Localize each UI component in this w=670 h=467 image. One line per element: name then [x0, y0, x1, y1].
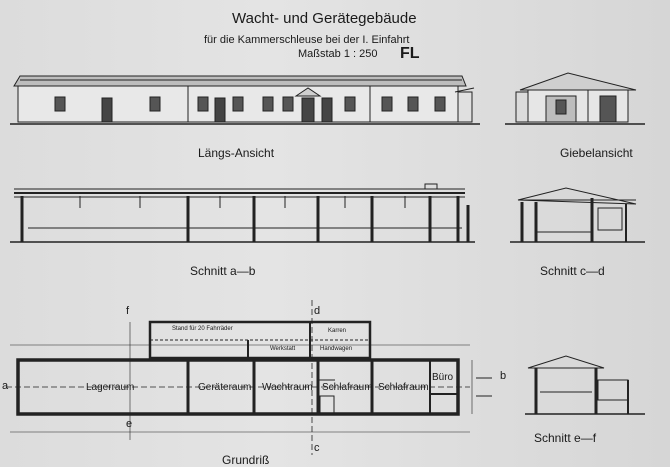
room-geraeteraum: Geräteraum [198, 382, 252, 393]
stamp-fl: FL [400, 45, 420, 62]
floor-plan [6, 300, 492, 455]
room-lagerraum: Lagerraum [86, 382, 135, 393]
label-floor-plan: Grundriß [222, 453, 270, 467]
label-section-cd: Schnitt c—d [540, 264, 605, 278]
room-karren: Karren [328, 328, 347, 334]
label-section-ef: Schnitt e—f [534, 431, 597, 445]
room-buero: Büro [432, 372, 454, 383]
label-section-ab: Schnitt a—b [190, 264, 256, 278]
drawing-subtitle: für die Kammerschleuse bei der I. Einfah… [204, 34, 410, 46]
room-bicycle-stand: Stand für 20 Fahrräder [172, 326, 233, 332]
room-schlafraum-2: Schlafraum [378, 382, 429, 393]
gable-elevation [505, 72, 645, 125]
section-mark-a: a [2, 380, 9, 392]
label-gable-view: Giebelansicht [560, 146, 633, 160]
section-mark-c: c [314, 442, 320, 454]
drawing-title: Wacht- und Gerätegebäude [232, 10, 417, 27]
room-werkstatt: Werkstatt [270, 346, 296, 352]
section-mark-d: d [314, 305, 321, 317]
room-schlafraum-1: Schlafraum [322, 382, 373, 393]
section-ab [10, 183, 475, 243]
section-ef [525, 355, 645, 415]
label-long-view: Längs-Ansicht [198, 146, 275, 160]
section-mark-f: f [126, 305, 130, 317]
section-mark-e: e [126, 418, 133, 430]
section-mark-b: b [500, 370, 507, 382]
section-cd [510, 187, 645, 243]
long-elevation [10, 75, 480, 125]
drawing-scale: Maßstab 1 : 250 [298, 48, 378, 60]
room-handwagen: Handwagen [320, 346, 353, 352]
room-wachtraum: Wachtraum [262, 382, 313, 393]
